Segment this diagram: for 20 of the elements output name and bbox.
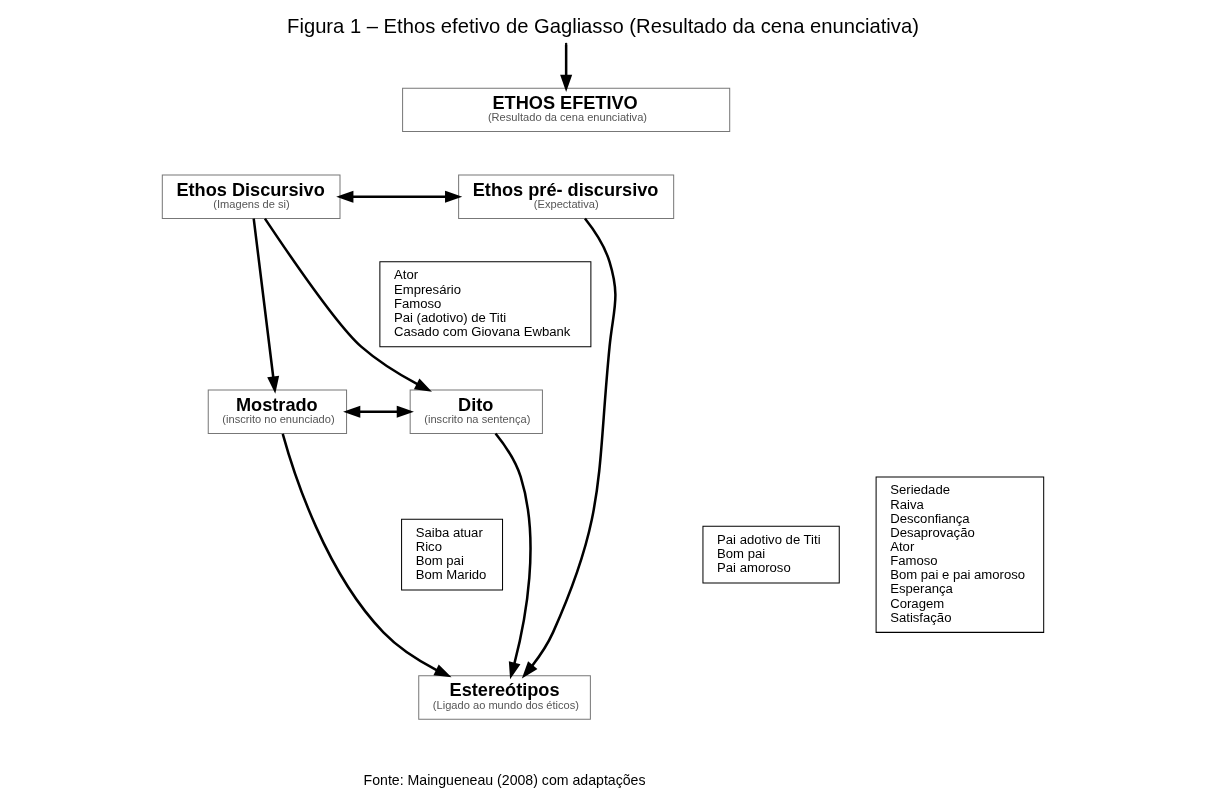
node-box: Pai adotivo de Titi Bom pai Pai amoroso (701, 525, 840, 583)
node-box: Ator Empresário Famoso Pai (adotivo) de Titi Casado com Giovana Ewbank (378, 260, 591, 347)
node-box: ETHOS EFETIVO (Resultado da cena enunciativa) (401, 87, 730, 132)
node-box: Dito (inscrito na sentença) (409, 389, 543, 434)
arrow (559, 44, 572, 92)
arrow (521, 217, 617, 678)
diagram-title: Figura 1 – Ethos efetivo de Gagliasso (Resultado da cena enunciativa) (286, 14, 919, 37)
node-box: Saiba atuar Rico Bom pai Bom Marido (400, 518, 503, 590)
node-box: Mostrado (inscrito no enunciado) (207, 389, 347, 434)
node-box: Ethos pré- discursivo (Expectativa) (457, 174, 674, 219)
node-box: Estereótipos (Ligado ao mundo dos éticos) (417, 674, 591, 720)
arrow (251, 217, 279, 394)
arrow (263, 217, 432, 392)
node-box: Ethos Discursivo (Imagens de si) (161, 174, 340, 219)
caption: Fonte: Maingueneau (2008) com adaptações (363, 771, 646, 788)
arrow (335, 190, 462, 203)
node-box: Seriedade Raiva Desconfiança Desaprovação Ator Famoso Bom pai e pai amoroso Esperança Coragem Satisfação (875, 475, 1044, 633)
arrow (281, 432, 452, 677)
arrow (342, 405, 414, 418)
arrow (494, 432, 532, 679)
